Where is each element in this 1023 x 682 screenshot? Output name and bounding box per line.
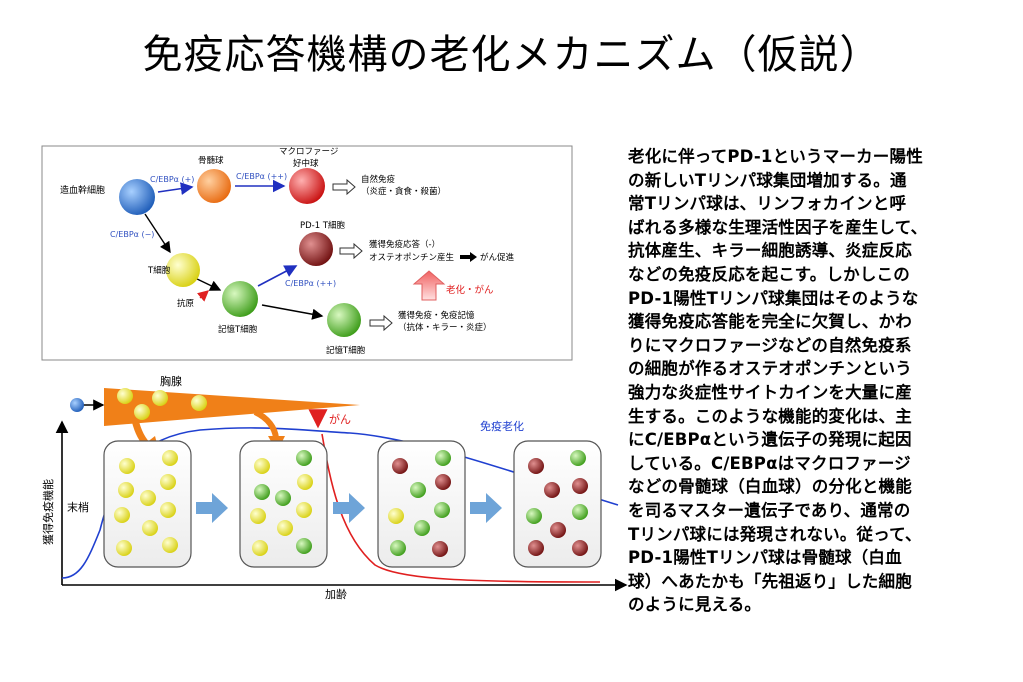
box-2-cells — [250, 450, 313, 556]
antigen-label: 抗原 — [177, 298, 194, 309]
x-axis-label: 加齢 — [325, 587, 347, 601]
outline-arrow-memory — [369, 314, 393, 332]
transition-arrow-3 — [470, 493, 502, 523]
transition-arrow-2 — [333, 493, 365, 523]
macro-label-2: 好中球 — [293, 158, 319, 169]
body-line: 強力な炎症性サイトカインを大量に産 — [628, 382, 912, 402]
stem-cell-dot — [70, 398, 84, 412]
cancer-promo-label: がん促進 — [480, 252, 515, 263]
body-line: 生する。このような機能的変化は、主 — [628, 406, 912, 426]
cebp-plus-label: C/EBPα (+) — [150, 175, 194, 184]
thymus-cell-3 — [152, 390, 168, 406]
arrow-antigen — [196, 290, 210, 302]
cebp-plusplus-label-2: C/EBPα (++) — [285, 279, 336, 288]
transition-arrow-1 — [196, 493, 228, 523]
osteopontin-label: オステオポンチン産生 — [369, 252, 455, 263]
body-line: 抗体産生、キラー細胞誘導、炎症反応 — [628, 241, 912, 261]
up-arrow-aging — [412, 270, 446, 301]
arrow-memory-to-memory2 — [261, 304, 324, 320]
body-line: 獲得免疫応答能を完全に欠賀し、かわ — [628, 312, 912, 332]
hsc-cell — [119, 179, 155, 215]
cebp-minus-label: C/EBPα (−) — [110, 230, 154, 239]
t-cell-label: T細胞 — [147, 265, 171, 276]
myeloid-cell — [197, 169, 231, 203]
box-4-cells — [526, 450, 588, 556]
memory-func-label-2: （抗体・キラー・炎症） — [398, 322, 492, 333]
memory-t-cell-1 — [222, 281, 258, 317]
arrow-t-to-memory — [194, 277, 222, 291]
macro-label-1: マクロファージ — [279, 147, 338, 157]
pd1-t-cell — [299, 232, 333, 266]
body-line: Tリンパ球には発現されない。従って、 — [628, 524, 922, 544]
box-3-cells — [388, 450, 451, 557]
body-line: のように見える。 — [628, 595, 762, 615]
peripheral-label: 末梢 — [67, 500, 89, 514]
myeloid-label: 骨髄球 — [198, 155, 224, 166]
cancer-curve — [321, 433, 601, 583]
pd1-label: PD-1 T細胞 — [300, 220, 346, 231]
body-line: 常Tリンパ球は、リンフォカインと呼 — [628, 194, 907, 214]
body-line: りにマクロファージなどの自然免疫系 — [628, 335, 912, 355]
thymus-label: 胸腺 — [160, 374, 182, 388]
arrow-hsc-to-myeloid — [157, 182, 194, 195]
y-axis-label: 獲得免疫機能 — [41, 479, 55, 545]
explanation-text: 老化に伴ってPD-1というマーカー陽性 の新しいTリンパ球集団増加する。通 常T… — [628, 145, 1010, 617]
body-line: の細胞が作るオステオポンチンという — [628, 359, 912, 379]
body-line: にC/EBPαという遺伝子の発現に起因 — [628, 430, 912, 450]
body-line: などの免疫反応を起こす。しかしこの — [628, 264, 910, 284]
body-line: の新しいTリンパ球集団増加する。通 — [628, 170, 907, 190]
immuno-aging-label: 免疫老化 — [480, 419, 524, 433]
body-line: PD-1陽性Tリンパ球集団はそのような — [628, 288, 919, 308]
body-line: 老化に伴ってPD-1というマーカー陽性 — [628, 147, 923, 166]
outline-arrow-innate — [332, 178, 356, 196]
innate-label-1: 自然免疫 — [361, 174, 396, 185]
memory-t-cell-2 — [327, 303, 361, 337]
thymus-cell-4 — [191, 395, 207, 411]
body-line: PD-1陽性Tリンパ球は骨髄球（白血 — [628, 548, 902, 568]
body-line: を司るマスター遺伝子であり、通常の — [628, 500, 911, 520]
hsc-label: 造血幹細胞 — [60, 184, 105, 196]
acquired-loss-label: 獲得免疫応答（-） — [369, 239, 440, 250]
body-line: 球）へあたかも「先祖返り」した細胞 — [628, 571, 912, 591]
thymus-cell-2 — [134, 404, 150, 420]
body-line: している。C/EBPαはマクロファージ — [628, 453, 911, 473]
memory-t-label-2: 記憶T細胞 — [326, 345, 366, 356]
page-title: 免疫応答機構の老化メカニズム（仮説） — [142, 32, 881, 78]
arrow-memory-to-pd1 — [257, 265, 298, 287]
body-line: などの骨髄球（白血球）の分化と機能 — [628, 477, 912, 497]
macrophage-cell — [289, 168, 325, 204]
thymus-arrow-2 — [253, 409, 279, 439]
arrow-hsc-to-t — [144, 213, 171, 254]
box-1-cells — [114, 450, 178, 556]
thymus-wedge — [104, 388, 360, 426]
body-line: ばれる多様な生理活性因子を産生して、 — [628, 217, 928, 237]
t-cell — [166, 253, 200, 287]
cebp-plusplus-label-1: C/EBPα (++) — [236, 172, 287, 181]
outline-arrow-pd1 — [339, 242, 363, 260]
thymus-cell-1 — [117, 388, 133, 404]
black-arrow-cancer — [460, 252, 477, 262]
cancer-label: がん — [329, 412, 351, 426]
memory-func-label-1: 獲得免疫・免疫記憶 — [398, 310, 475, 321]
aging-cancer-label: 老化・がん — [446, 284, 494, 296]
memory-t-label-1: 記憶T細胞 — [218, 324, 258, 335]
innate-label-2: （炎症・貪食・殺菌） — [361, 186, 446, 197]
